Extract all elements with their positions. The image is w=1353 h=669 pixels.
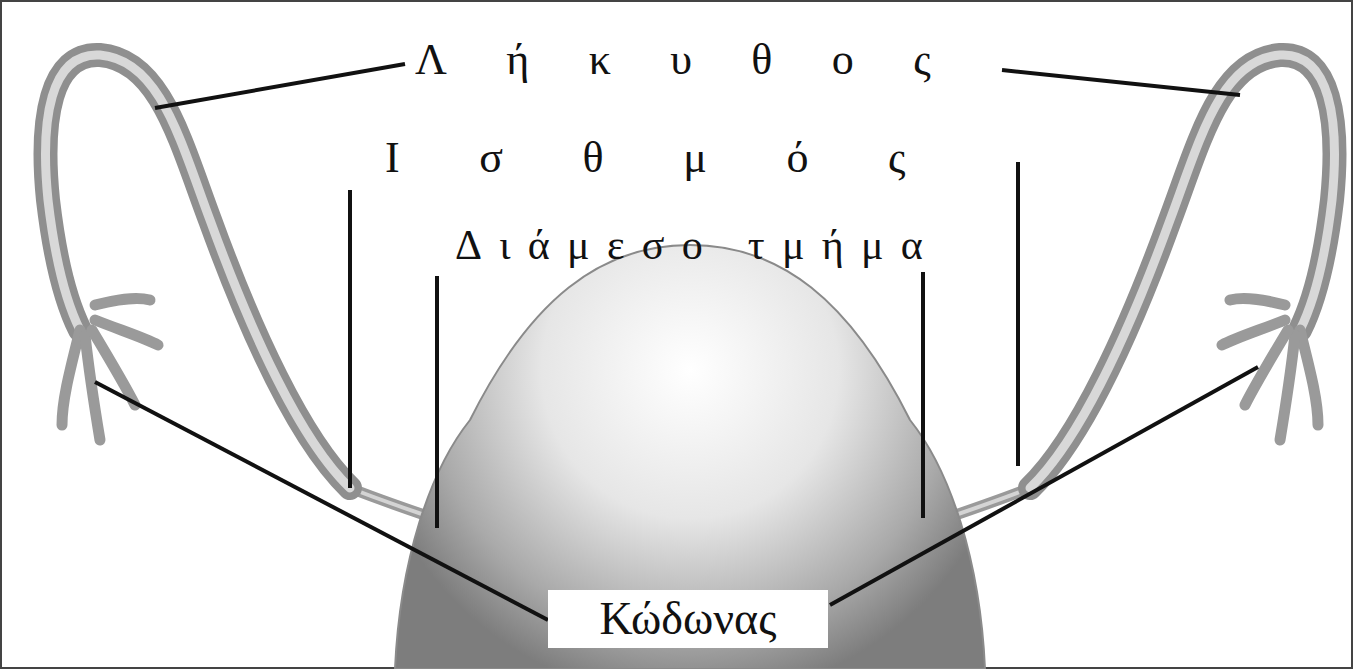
part-label: Διάμεσο τμήμα — [455, 222, 940, 268]
uterus-body — [395, 245, 985, 669]
part-label: Λήκυθος — [415, 36, 990, 84]
fallopian-tube — [46, 55, 445, 522]
leader-lines — [95, 64, 1258, 620]
part-label-boxed: Κώδωνας — [548, 590, 828, 649]
part-label: Ισθμός — [385, 134, 985, 182]
